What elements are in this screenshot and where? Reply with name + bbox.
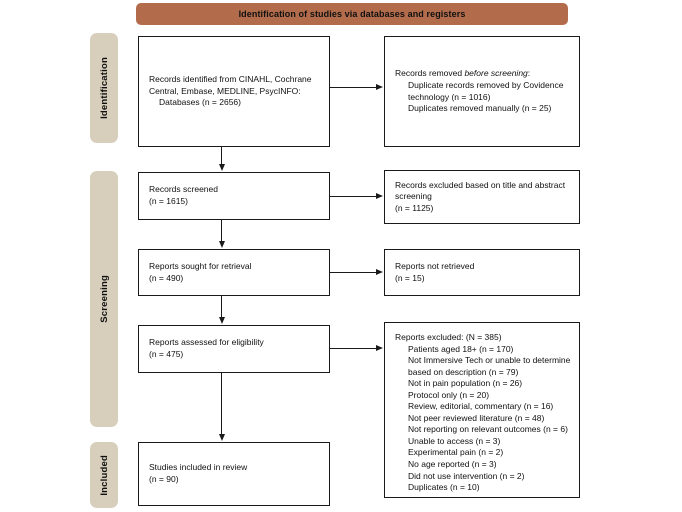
- phase-pill-included: Included: [90, 442, 118, 508]
- reports-excluded-item: Not Immersive Tech or unable to determin…: [408, 355, 571, 377]
- arrow-sought-to-not-retrieved: [330, 268, 383, 275]
- phase-pill-identification: Identification: [90, 33, 118, 143]
- reports-excluded-item: Patients aged 18+ (n = 170): [408, 343, 514, 354]
- banner-identification-of-studies: Identification of studies via databases …: [136, 3, 568, 25]
- records-identified-databases-count: Databases (n = 2656): [159, 97, 241, 108]
- reports-excluded-item: Duplicates (n = 10): [408, 482, 480, 493]
- records-excluded-label: Records excluded based on title and abst…: [395, 179, 566, 202]
- reports-excluded-title: Reports excluded: (N = 385): [395, 332, 502, 342]
- arrow-identified-to-screened: [219, 147, 226, 171]
- reports-excluded-item: Experimental pain (n = 2): [408, 447, 504, 458]
- records-removed-title-italic: before screening: [464, 68, 528, 79]
- arrow-screened-to-sought: [219, 220, 226, 248]
- records-identified-text: Records identified from CINAHL, Cochrane…: [149, 74, 312, 96]
- records-excluded-count: (n = 1125): [395, 202, 434, 213]
- records-removed-title: Records removed before screening:: [395, 68, 574, 80]
- box-records-screened: Records screened (n = 1615): [138, 172, 330, 220]
- records-removed-title-prefix: Records removed: [395, 68, 465, 79]
- arrow-sought-to-assessed: [219, 296, 226, 324]
- box-records-identified: Records identified from CINAHL, Cochrane…: [138, 36, 330, 147]
- reports-excluded-item: Unable to access (n = 3): [408, 435, 501, 446]
- arrow-screened-to-excluded: [330, 192, 383, 199]
- reports-sought-count: (n = 490): [149, 272, 184, 283]
- arrow-identified-to-removed: [330, 83, 383, 90]
- phase-label-included: Included: [98, 454, 110, 496]
- reports-sought-label: Reports sought for retrieval: [149, 260, 252, 271]
- reports-excluded-item: No age reported (n = 3): [408, 459, 497, 470]
- phase-label-screening: Screening: [98, 275, 110, 323]
- records-removed-item: Duplicates removed manually (n = 25): [408, 103, 552, 114]
- box-records-removed: Records removed before screening: Duplic…: [384, 36, 580, 147]
- reports-not-retrieved-label: Reports not retrieved: [395, 260, 475, 271]
- arrow-assessed-to-excluded: [330, 344, 383, 351]
- records-removed-title-suffix: :: [527, 68, 531, 79]
- reports-excluded-item: Not peer reviewed literature (n = 48): [408, 412, 545, 423]
- records-screened-label: Records screened: [149, 184, 218, 195]
- banner-title: Identification of studies via databases …: [238, 9, 466, 19]
- arrow-assessed-to-included: [219, 373, 226, 441]
- records-screened-count: (n = 1615): [149, 196, 188, 206]
- box-reports-assessed: Reports assessed for eligibility (n = 47…: [138, 325, 330, 373]
- box-reports-not-retrieved: Reports not retrieved (n = 15): [384, 249, 580, 296]
- reports-excluded-item: Review, editorial, commentary (n = 16): [408, 401, 554, 412]
- reports-excluded-item: Not reporting on relevant outcomes (n = …: [408, 424, 568, 435]
- reports-assessed-label: Reports assessed for eligibility: [149, 337, 264, 348]
- reports-excluded-item: Protocol only (n = 20): [408, 389, 490, 400]
- records-removed-item: Duplicate records removed by Covidence t…: [408, 79, 564, 102]
- box-records-excluded: Records excluded based on title and abst…: [384, 170, 580, 224]
- studies-included-count: (n = 90): [149, 474, 179, 484]
- reports-assessed-count: (n = 475): [149, 349, 184, 359]
- phase-label-identification: Identification: [98, 57, 110, 119]
- studies-included-label: Studies included in review: [149, 462, 248, 473]
- box-studies-included: Studies included in review (n = 90): [138, 442, 330, 506]
- phase-pill-screening: Screening: [90, 171, 118, 427]
- reports-excluded-item: Did not use intervention (n = 2): [408, 470, 525, 481]
- reports-excluded-item: Not in pain population (n = 26): [408, 378, 523, 389]
- box-reports-excluded: Reports excluded: (N = 385) Patients age…: [384, 322, 580, 498]
- box-reports-sought: Reports sought for retrieval (n = 490): [138, 249, 330, 296]
- reports-not-retrieved-count: (n = 15): [395, 272, 425, 283]
